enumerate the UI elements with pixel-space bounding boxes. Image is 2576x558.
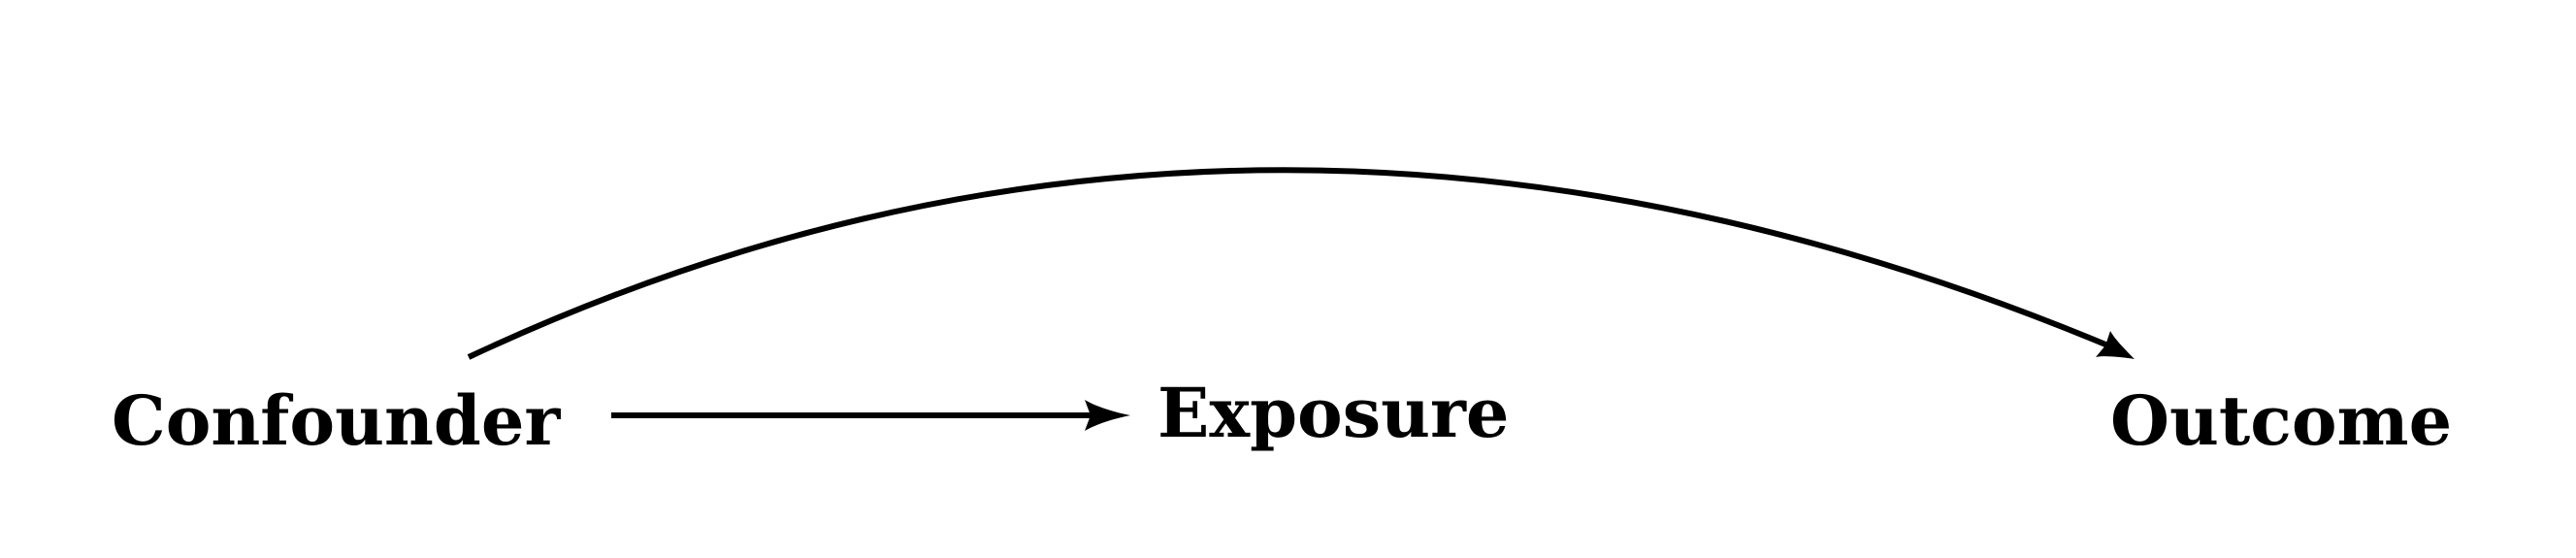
edge-confounder-to-exposure <box>611 400 1130 431</box>
node-exposure: Exposure <box>1158 373 1509 453</box>
node-confounder: Confounder <box>112 380 561 461</box>
arrowhead-exposure-icon <box>1085 400 1130 431</box>
edge-confounder-to-outcome <box>467 167 2135 360</box>
node-outcome: Outcome <box>2110 380 2452 461</box>
arrowhead-outcome-icon <box>2096 331 2135 359</box>
edge-confounder-to-outcome-line <box>467 167 2112 360</box>
